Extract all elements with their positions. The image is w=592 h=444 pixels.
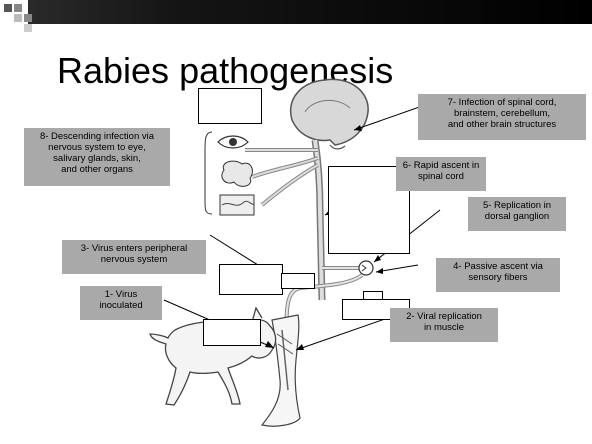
salivary-gland-drawing (222, 161, 253, 186)
label-step-2: 2- Viral replication in muscle (390, 308, 498, 342)
label-step-5: 5- Replication in dorsal ganglion (468, 197, 566, 231)
empty-placeholder-box (203, 319, 261, 346)
organs-bracket (205, 132, 212, 214)
empty-placeholder-box (198, 88, 262, 124)
skin-drawing (220, 195, 254, 215)
label-step-6: 6- Rapid ascent in spinal cord (396, 157, 486, 191)
label-step-8: 8- Descending infection via nervous syst… (24, 128, 170, 186)
brain-drawing (291, 79, 369, 149)
label-step-4: 4- Passive ascent via sensory fibers (436, 258, 560, 292)
empty-placeholder-box (281, 273, 315, 289)
label-step-3: 3- Virus enters peripheral nervous syste… (62, 240, 206, 274)
descending-nerves (245, 150, 318, 205)
label-step-7: 7- Infection of spinal cord, brainstem, … (418, 94, 586, 140)
eye-drawing (218, 136, 248, 148)
empty-placeholder-box (219, 264, 283, 295)
label-step-1: 1- Virus inoculated (80, 286, 162, 320)
